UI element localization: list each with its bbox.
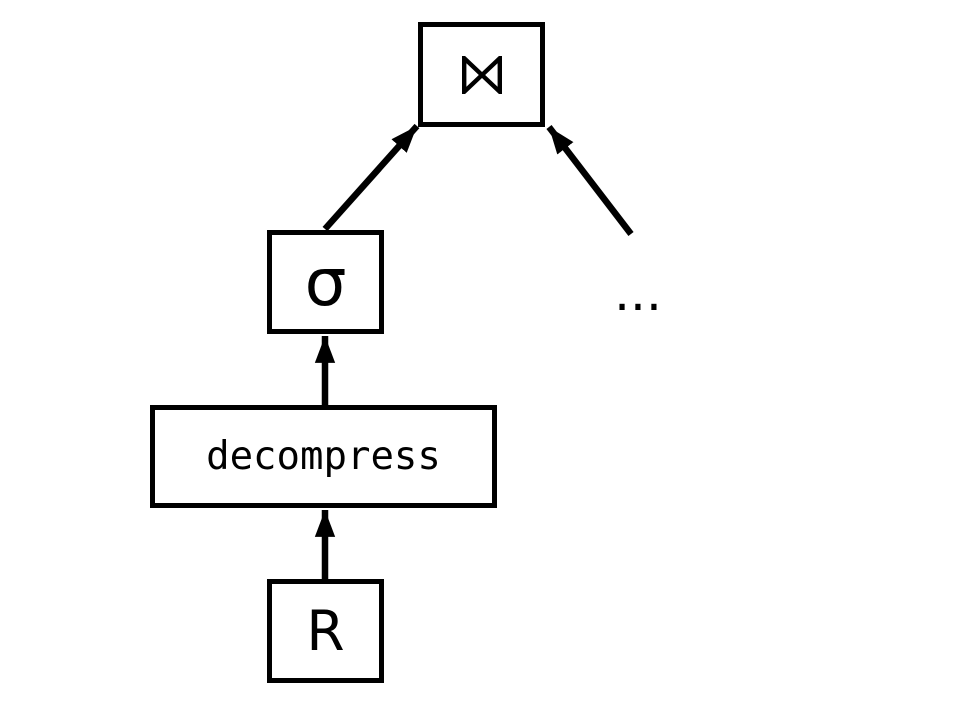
selection-operator-node: σ	[267, 230, 384, 334]
join-operator-node	[418, 22, 545, 127]
decompress-node: decompress	[150, 405, 497, 508]
other-subtree-ellipsis: ...	[598, 258, 678, 328]
arrow-sigma-to-join	[322, 123, 420, 232]
relation-label: R	[306, 599, 345, 663]
ellipsis-label: ...	[614, 264, 662, 322]
decompress-label: decompress	[206, 434, 441, 479]
arrow-subtree-to-join	[546, 125, 634, 236]
bowtie-join-icon	[461, 55, 502, 94]
relation-node: R	[267, 579, 384, 683]
selection-operator-label: σ	[304, 243, 347, 321]
